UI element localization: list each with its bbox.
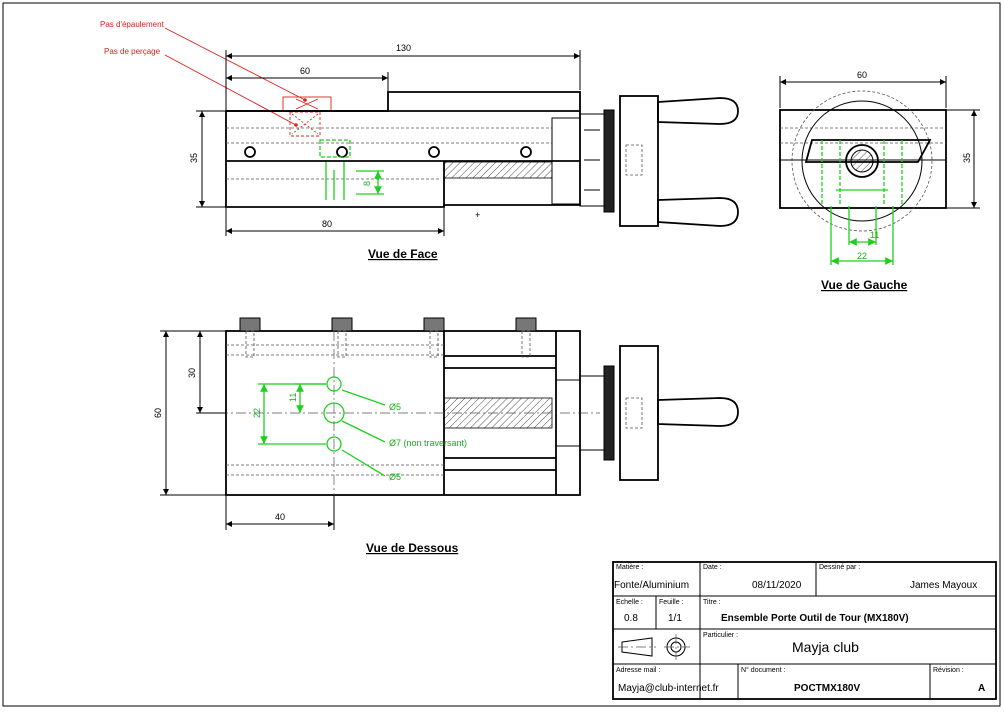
hole-label-d7: Ø7 (non traversant) bbox=[389, 438, 467, 448]
svg-text:+: + bbox=[475, 210, 480, 220]
tb-date: 08/11/2020 bbox=[752, 580, 802, 591]
tb-material-label: Matière : bbox=[616, 564, 643, 571]
tb-title: Ensemble Porte Outil de Tour (MX180V) bbox=[721, 613, 909, 624]
bottom-view: Ø5 Ø7 (non traversant) Ø5 11 22 60 30 40… bbox=[153, 317, 739, 555]
tb-part-label: Particulier : bbox=[703, 632, 738, 639]
dim-left-width: 60 bbox=[857, 70, 867, 80]
tb-part: Mayja club bbox=[792, 639, 859, 655]
dim-front-top: 60 bbox=[300, 66, 310, 76]
dim-left-outer: 22 bbox=[857, 251, 867, 261]
tb-email-label: Adresse mail : bbox=[616, 667, 660, 674]
dim-left-height: 35 bbox=[962, 153, 972, 163]
tb-doc-label: N° document : bbox=[741, 666, 785, 674]
front-view-title: Vue de Face bbox=[368, 247, 438, 261]
tb-sheet-label: Feuille : bbox=[659, 599, 684, 606]
tb-doc: POCTMX180V bbox=[794, 683, 860, 694]
bottom-view-title: Vue de Dessous bbox=[366, 541, 459, 555]
title-block: Matière : Fonte/Aluminium Date : 08/11/2… bbox=[612, 561, 997, 700]
dim-front-bottom: 80 bbox=[322, 219, 332, 229]
tb-scale-label: Echelle : bbox=[616, 599, 643, 606]
annotation-shoulder-pitch: Pas d'épaulement bbox=[100, 20, 165, 29]
dim-left-inner: 11 bbox=[870, 230, 879, 240]
tb-revision-label: Révision : bbox=[933, 667, 964, 674]
annotation-drill-pitch: Pas de perçage bbox=[104, 47, 161, 56]
tb-drawn-by: James Mayoux bbox=[910, 580, 977, 591]
tb-scale: 0.8 bbox=[624, 613, 638, 624]
left-view-title: Vue de Gauche bbox=[821, 278, 908, 292]
dim-bottom-pitch-b: 22 bbox=[252, 408, 262, 418]
tb-revision: A bbox=[978, 683, 985, 694]
hole-label-d5-bottom: Ø5 bbox=[389, 472, 401, 482]
front-view: Pas d'épaulement Pas de perçage 8 bbox=[100, 20, 739, 261]
tb-email: Mayja@club-internet.fr bbox=[618, 683, 719, 694]
dim-bottom-width: 60 bbox=[153, 408, 163, 418]
hole-label-d5-top: Ø5 bbox=[389, 402, 401, 412]
dim-front-height: 35 bbox=[189, 153, 199, 163]
tb-date-label: Date : bbox=[703, 564, 722, 571]
tb-drawn-by-label: Dessiné par : bbox=[819, 564, 860, 571]
dim-front-overall: 130 bbox=[396, 43, 411, 53]
projection-symbol-icon bbox=[618, 634, 690, 660]
tb-sheet: 1/1 bbox=[668, 613, 682, 624]
left-view: 11 22 60 35 Vue de Gauche bbox=[779, 70, 980, 292]
dim-bottom-pitch-a: 11 bbox=[288, 393, 298, 402]
tb-material: Fonte/Aluminium bbox=[614, 580, 689, 591]
dim-bottom-half: 30 bbox=[187, 368, 197, 378]
dim-front-small: 8 bbox=[362, 181, 372, 186]
dim-bottom-offset: 40 bbox=[275, 512, 285, 522]
tb-title-label: Titre : bbox=[703, 599, 721, 606]
